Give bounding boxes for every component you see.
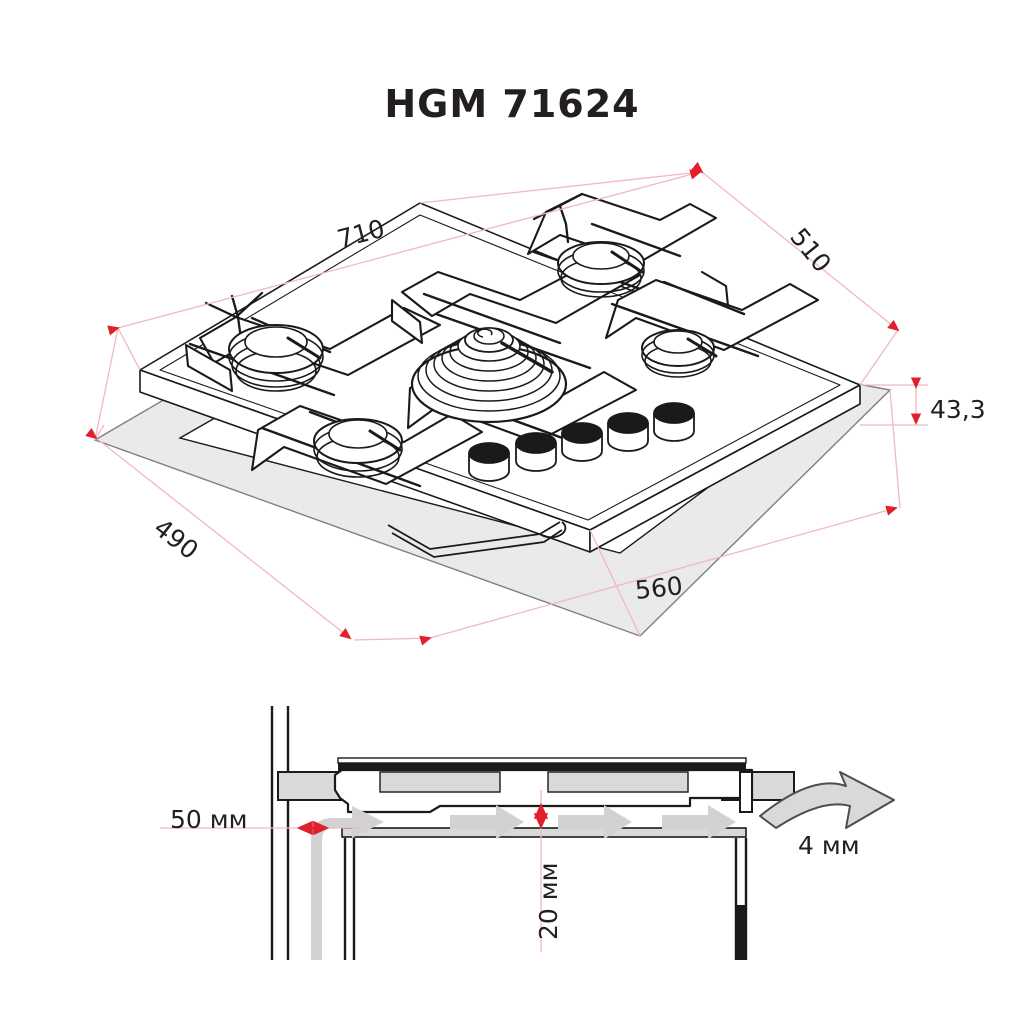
exhaust-curved-arrow [759, 771, 895, 829]
airflow-arrow [558, 805, 632, 839]
control-knobs[interactable] [468, 402, 695, 482]
knob [468, 442, 510, 482]
dimension-labels-section: 50 мм 20 мм 4 мм [170, 805, 860, 940]
cabinet-shelf [341, 827, 748, 960]
dim-label-50mm: 50 мм [170, 805, 247, 834]
dimension-lines-top [85, 161, 928, 646]
dim-label-560: 560 [634, 571, 684, 605]
airflow-arrow [662, 805, 736, 839]
hob-section-body [333, 757, 754, 814]
airflow-arrow [450, 805, 524, 839]
knob [653, 402, 695, 442]
knob [607, 412, 649, 452]
airflow-arrows [311, 805, 736, 960]
dim-label-43-3: 43,3 [930, 395, 986, 424]
knob [561, 422, 603, 462]
dim-label-4mm: 4 мм [798, 831, 860, 860]
wall [270, 706, 290, 960]
page-title: HGM 71624 [384, 82, 640, 126]
knob [515, 432, 557, 472]
dim-label-20mm: 20 мм [534, 863, 563, 940]
